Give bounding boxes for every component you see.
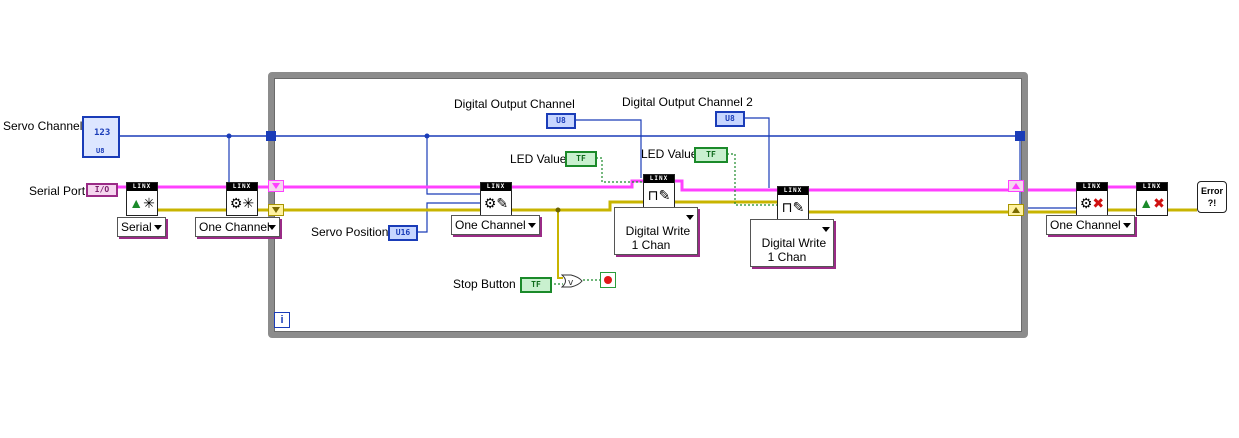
chevron-down-icon — [686, 215, 694, 220]
error-handler-vi[interactable]: Error ?! — [1197, 181, 1227, 213]
chevron-down-icon — [528, 223, 536, 228]
servo-open-vi[interactable]: LINX ⚙✳ — [226, 182, 258, 216]
refnum-shift-register-right[interactable] — [1008, 180, 1024, 192]
servo-channel-control[interactable]: 123 U8 — [82, 116, 120, 158]
serial-port-control[interactable]: I/O — [86, 183, 118, 197]
servo-channel-tunnel-in[interactable] — [266, 131, 276, 141]
led-value-2-label: LED Value — [641, 147, 698, 161]
chevron-down-icon — [1123, 223, 1131, 228]
digital-output-channel-2-label: Digital Output Channel 2 — [622, 95, 753, 109]
servo-position-control[interactable]: U16 — [388, 225, 418, 241]
digital-output-channel-label: Digital Output Channel — [454, 97, 575, 111]
led-value-1-label: LED Value — [510, 152, 567, 166]
stop-button-label: Stop Button — [453, 277, 516, 291]
digital-write-vi-1[interactable]: LINX ⊓✎ — [643, 174, 675, 208]
linx-open-vi[interactable]: LINX ▲✳ — [126, 182, 158, 216]
servo-channel-tunnel-out[interactable] — [1015, 131, 1025, 141]
servo-write-mode-ring[interactable]: One Channel — [451, 215, 540, 235]
servo-open-mode-ring[interactable]: One Channel — [195, 217, 280, 237]
stop-button-control[interactable]: TF — [520, 277, 552, 293]
svg-text:v: v — [568, 278, 574, 288]
open-type-ring[interactable]: Serial — [117, 217, 166, 237]
refnum-shift-register-left[interactable] — [268, 180, 284, 192]
servo-close-vi[interactable]: LINX ⚙✖ — [1076, 182, 1108, 216]
servo-write-vi[interactable]: LINX ⚙✎ — [480, 182, 512, 216]
linx-open-icon: ▲✳ — [129, 195, 155, 211]
digital-write-2-mode-ring[interactable]: Digital Write 1 Chan — [750, 219, 834, 267]
led-value-2-control[interactable]: TF — [694, 147, 728, 163]
chevron-down-icon — [154, 225, 162, 230]
serial-port-label: Serial Port — [29, 184, 86, 198]
error-shift-register-right[interactable] — [1008, 204, 1024, 216]
stop-icon — [604, 276, 612, 284]
linx-close-vi[interactable]: LINX ▲✖ — [1136, 182, 1168, 216]
servo-open-icon: ⚙✳ — [229, 195, 255, 211]
error-shift-register-left[interactable] — [268, 204, 284, 216]
digital-write-icon: ⊓✎ — [781, 199, 805, 215]
digital-write-vi-2[interactable]: LINX ⊓✎ — [777, 186, 809, 220]
chevron-down-icon — [822, 227, 830, 232]
servo-close-icon: ⚙✖ — [1079, 195, 1105, 211]
servo-position-label: Servo Position — [311, 225, 389, 239]
iteration-terminal: i — [274, 312, 290, 328]
servo-write-icon: ⚙✎ — [483, 195, 509, 211]
loop-condition-terminal[interactable] — [600, 272, 616, 288]
digital-output-channel-control[interactable]: U8 — [546, 113, 576, 129]
linx-close-icon: ▲✖ — [1139, 195, 1165, 211]
servo-channel-label: Servo Channel — [3, 119, 83, 133]
servo-close-mode-ring[interactable]: One Channel — [1046, 215, 1135, 235]
led-value-1-control[interactable]: TF — [565, 151, 597, 167]
or-gate-icon[interactable]: v — [561, 274, 583, 288]
chevron-down-icon — [268, 225, 276, 230]
digital-write-1-mode-ring[interactable]: Digital Write 1 Chan — [614, 207, 698, 255]
digital-output-channel-2-control[interactable]: U8 — [715, 111, 745, 127]
digital-write-icon: ⊓✎ — [647, 187, 671, 203]
